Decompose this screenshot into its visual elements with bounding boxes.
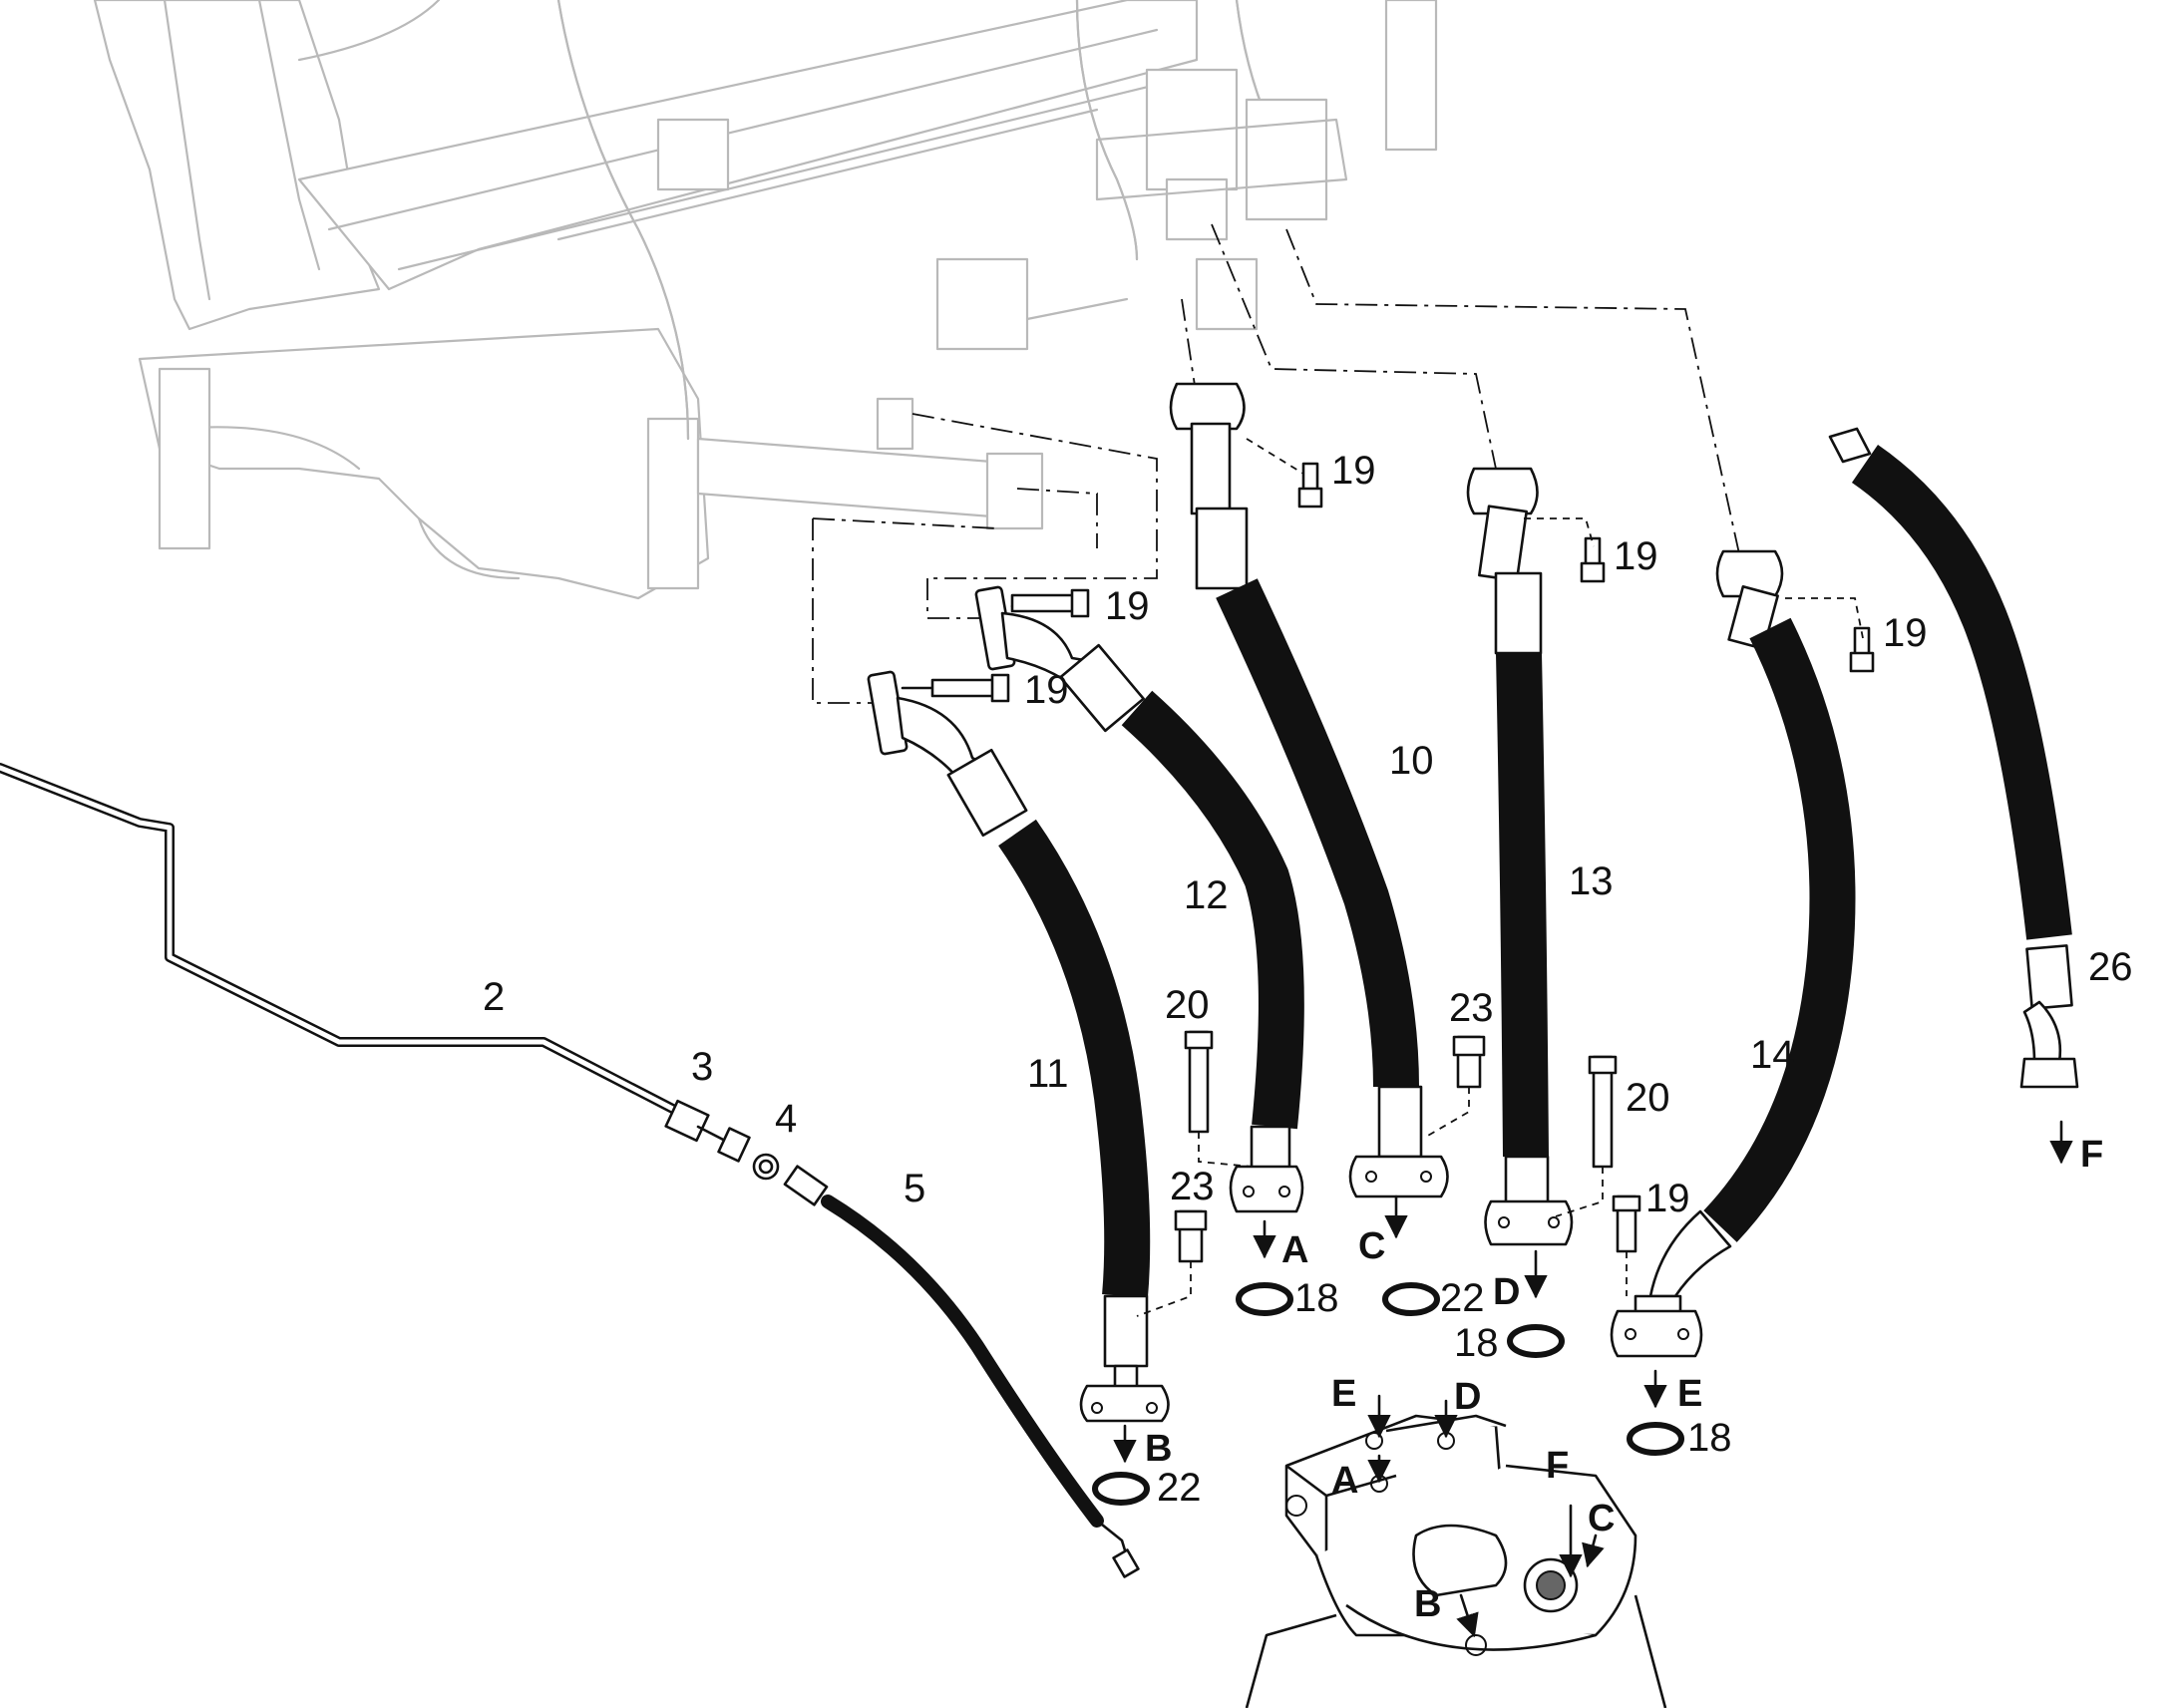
hose-5 — [783, 1165, 1140, 1578]
port-label-f-block: F — [1546, 1445, 1569, 1487]
callout-19-e: 19 — [1883, 611, 1928, 655]
nut-4 — [752, 1153, 780, 1181]
callout-3: 3 — [691, 1045, 713, 1089]
hose-10 — [1169, 382, 1449, 1198]
callout-4: 4 — [775, 1097, 797, 1141]
callout-labels: 2 3 4 5 10 11 12 13 14 18 18 18 19 19 19… — [483, 449, 2133, 1625]
callout-2: 2 — [483, 975, 505, 1019]
callout-12: 12 — [1184, 873, 1229, 917]
callout-26: 26 — [2088, 945, 2133, 989]
callout-19-a: 19 — [1105, 584, 1150, 628]
hose-13 — [1466, 467, 1574, 1246]
swivel-valve-block — [1245, 1394, 1667, 1708]
callout-10: 10 — [1389, 739, 1434, 783]
callout-11: 11 — [1027, 1052, 1069, 1096]
port-arrows — [1113, 1120, 2073, 1464]
port-label-a-hose: A — [1281, 1229, 1308, 1271]
port-label-f-hose: F — [2080, 1134, 2103, 1176]
callout-13: 13 — [1569, 859, 1614, 903]
connection-lines — [812, 223, 1741, 704]
callout-23-b: 23 — [1170, 1165, 1215, 1208]
port-label-e-block: E — [1331, 1373, 1356, 1415]
bolts — [930, 462, 1875, 1263]
port-label-c-block: C — [1588, 1498, 1615, 1539]
steel-line-2 — [0, 763, 693, 1122]
callout-5: 5 — [904, 1167, 925, 1210]
callout-19-c: 19 — [1331, 449, 1376, 493]
port-label-b-hose: B — [1145, 1428, 1172, 1470]
callout-23-a: 23 — [1449, 986, 1494, 1030]
callout-20-a: 20 — [1165, 983, 1210, 1027]
port-label-b-block: B — [1414, 1583, 1441, 1625]
callout-18-a: 18 — [1294, 1276, 1339, 1320]
port-label-e-hose: E — [1677, 1373, 1702, 1415]
hose-14 — [1610, 549, 1856, 1358]
callout-19-d: 19 — [1614, 534, 1658, 578]
callout-22-a: 22 — [1440, 1276, 1485, 1320]
callout-18-c: 18 — [1687, 1416, 1732, 1460]
port-label-c-hose: C — [1358, 1225, 1385, 1267]
hose-12 — [974, 585, 1304, 1213]
callout-19-f: 19 — [1645, 1177, 1690, 1220]
leaders — [1136, 438, 1864, 1317]
o-rings — [1092, 1282, 1684, 1506]
port-label-d-hose: D — [1493, 1271, 1520, 1313]
fitting-3 — [664, 1099, 751, 1163]
hose-11 — [867, 670, 1170, 1423]
callout-22-b: 22 — [1157, 1466, 1202, 1510]
port-label-a-block: A — [1331, 1460, 1358, 1502]
callout-20-b: 20 — [1626, 1076, 1670, 1120]
callout-19-b: 19 — [1024, 668, 1069, 712]
callout-14: 14 — [1750, 1033, 1795, 1077]
callout-18-b: 18 — [1454, 1321, 1499, 1365]
hose-26 — [1828, 427, 2079, 1089]
port-label-d-block: D — [1454, 1376, 1481, 1418]
machine-frame-background — [93, 0, 1438, 600]
